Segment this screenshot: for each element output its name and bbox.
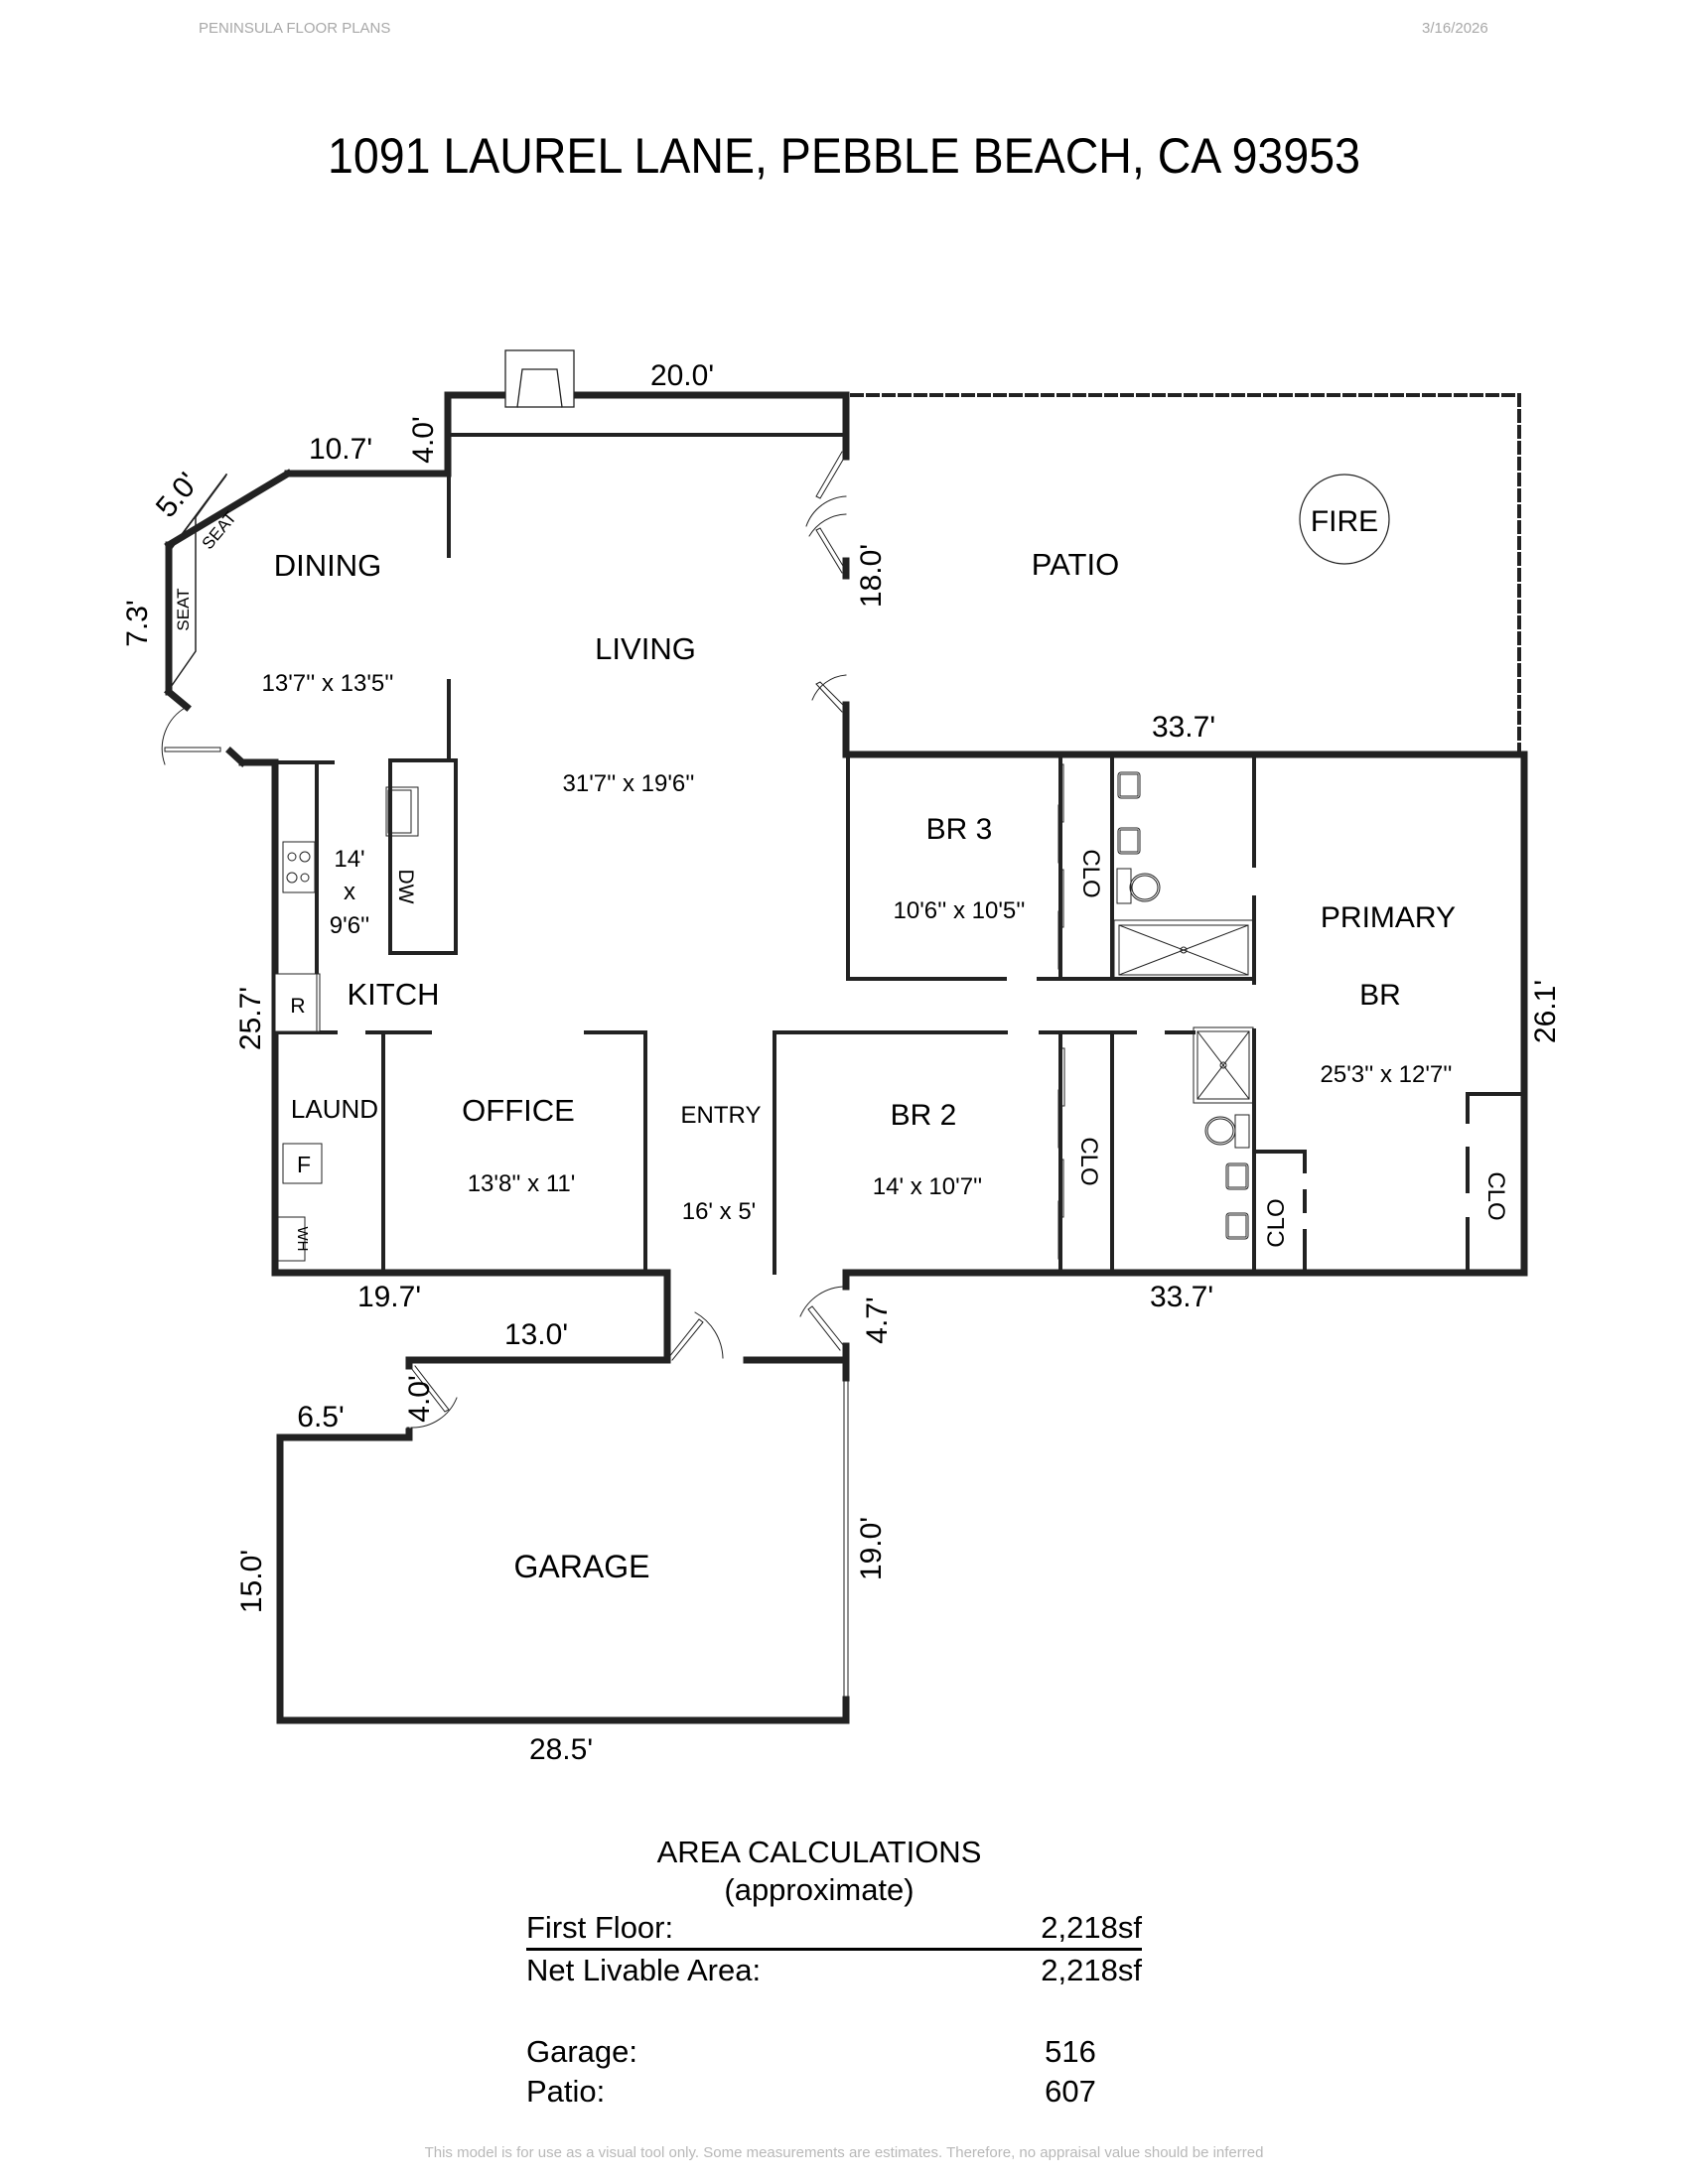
company-name: PENINSULA FLOOR PLANS bbox=[199, 20, 391, 37]
area-row-first-floor: First Floor: 2,218sf bbox=[526, 1908, 1142, 1951]
area-row-patio: Patio: 607 bbox=[526, 2072, 1142, 2112]
water-heater-label: WH bbox=[294, 1227, 311, 1252]
sliding-door-icon bbox=[1326, 751, 1448, 756]
room-label-office: OFFICE bbox=[462, 1093, 575, 1128]
room-label-primary-1: PRIMARY bbox=[1321, 901, 1456, 934]
area-value: 2,218sf bbox=[1041, 1953, 1142, 1987]
property-address-title: 1091 LAUREL LANE, PEBBLE BEACH, CA 93953 bbox=[328, 128, 1360, 184]
closet-label-br3: CLO bbox=[1077, 849, 1104, 897]
patio-boundary bbox=[850, 393, 1521, 756]
exterior-walls bbox=[164, 391, 1528, 1724]
room-label-primary-2: BR bbox=[1359, 979, 1401, 1012]
dim-garage-bottom: 28.5' bbox=[529, 1733, 593, 1766]
room-size-office: 13'8'' x 11' bbox=[468, 1170, 576, 1197]
room-label-br2: BR 2 bbox=[891, 1099, 957, 1132]
area-value: 607 bbox=[1045, 2074, 1096, 2109]
dim-dining-left: 7.3' bbox=[121, 600, 154, 646]
room-label-dining: DINING bbox=[274, 548, 382, 583]
date-label: 3/16/2026 bbox=[1422, 20, 1488, 37]
room-label-patio: PATIO bbox=[1032, 547, 1119, 582]
dim-garage-left: 15.0' bbox=[235, 1550, 268, 1613]
area-label: Patio: bbox=[526, 2074, 606, 2109]
closet-label-primary: CLO bbox=[1482, 1171, 1509, 1220]
room-label-garage: GARAGE bbox=[514, 1549, 650, 1584]
dining-seat-outline bbox=[167, 473, 228, 693]
area-value: 2,218sf bbox=[1041, 1910, 1142, 1945]
dim-patio-left: 18.0' bbox=[855, 544, 888, 608]
laundry-fixtures bbox=[274, 1143, 323, 1262]
area-row-net-livable: Net Livable Area: 2,218sf bbox=[526, 1951, 1142, 1990]
room-size-br2: 14' x 10'7'' bbox=[873, 1173, 982, 1200]
area-calculations: AREA CALCULATIONS (approximate) First Fl… bbox=[526, 1835, 1142, 2112]
refrigerator-label: R bbox=[290, 995, 305, 1018]
room-size-br3: 10'6'' x 10'5'' bbox=[894, 897, 1026, 924]
room-size-kitchen-h: 9'6'' bbox=[330, 912, 369, 939]
dim-garage-right: 19.0' bbox=[855, 1517, 888, 1580]
dim-top-living: 20.0' bbox=[650, 359, 714, 392]
seat-label-vertical: SEAT bbox=[174, 588, 193, 630]
area-value: 516 bbox=[1045, 2034, 1096, 2069]
dim-dining-bump: 4.0' bbox=[407, 416, 440, 463]
dishwasher-label: DW bbox=[394, 870, 417, 904]
dim-left-wall: 25.7' bbox=[234, 987, 267, 1050]
fireplace-icon bbox=[504, 349, 575, 408]
disclaimer-footer: This model is for use as a visual tool o… bbox=[424, 2144, 1264, 2161]
room-label-entry: ENTRY bbox=[681, 1102, 762, 1129]
closet-label-br2: CLO bbox=[1075, 1137, 1102, 1185]
room-size-kitchen-w: 14' bbox=[334, 846, 364, 873]
room-size-kitchen-x: x bbox=[344, 879, 355, 905]
area-label: First Floor: bbox=[526, 1910, 674, 1945]
closet-door-icons bbox=[1057, 763, 1065, 1260]
dim-patio-bottom: 33.7' bbox=[1152, 711, 1215, 744]
room-label-living: LIVING bbox=[595, 631, 696, 666]
garage-door-icons bbox=[406, 1286, 849, 1701]
area-row-garage: Garage: 516 bbox=[526, 2032, 1142, 2072]
kitchen-fixtures bbox=[274, 786, 419, 1032]
furnace-label: F bbox=[297, 1152, 311, 1177]
area-label: Garage: bbox=[526, 2034, 638, 2069]
dim-garage-top: 13.0' bbox=[504, 1318, 568, 1351]
patio-door-icons bbox=[805, 451, 847, 713]
dim-right-wall: 26.1' bbox=[1529, 980, 1562, 1043]
room-size-primary: 25'3'' x 12'7'' bbox=[1321, 1061, 1453, 1088]
fire-pit-icon bbox=[1299, 474, 1390, 565]
bath-fixtures bbox=[1113, 771, 1254, 1240]
area-label: Net Livable Area: bbox=[526, 1953, 762, 1987]
room-size-dining: 13'7'' x 13'5'' bbox=[262, 670, 394, 697]
interior-walls bbox=[273, 433, 1526, 1275]
dim-garage-step-v: 4.0' bbox=[403, 1375, 436, 1422]
room-label-kitchen: KITCH bbox=[348, 977, 440, 1012]
dim-bottom-right: 33.7' bbox=[1150, 1281, 1213, 1313]
fire-pit-label: FIRE bbox=[1311, 505, 1378, 538]
closet-label-bath: CLO bbox=[1263, 1198, 1290, 1247]
seat-label-diagonal: SEAT bbox=[199, 508, 240, 553]
room-label-br3: BR 3 bbox=[926, 813, 993, 846]
room-size-living: 31'7'' x 19'6'' bbox=[563, 770, 695, 797]
dim-dining-top: 10.7' bbox=[309, 433, 372, 466]
dim-entry-side: 4.7' bbox=[861, 1297, 894, 1343]
dim-garage-step-h: 6.5' bbox=[297, 1401, 344, 1433]
area-title: AREA CALCULATIONS bbox=[656, 1835, 982, 1869]
room-label-laundry: LAUND bbox=[291, 1094, 378, 1124]
dining-door-icon bbox=[161, 706, 221, 765]
room-size-entry: 16' x 5' bbox=[682, 1198, 757, 1225]
area-subtitle: (approximate) bbox=[724, 1872, 914, 1907]
dim-bottom-left: 19.7' bbox=[357, 1281, 421, 1313]
